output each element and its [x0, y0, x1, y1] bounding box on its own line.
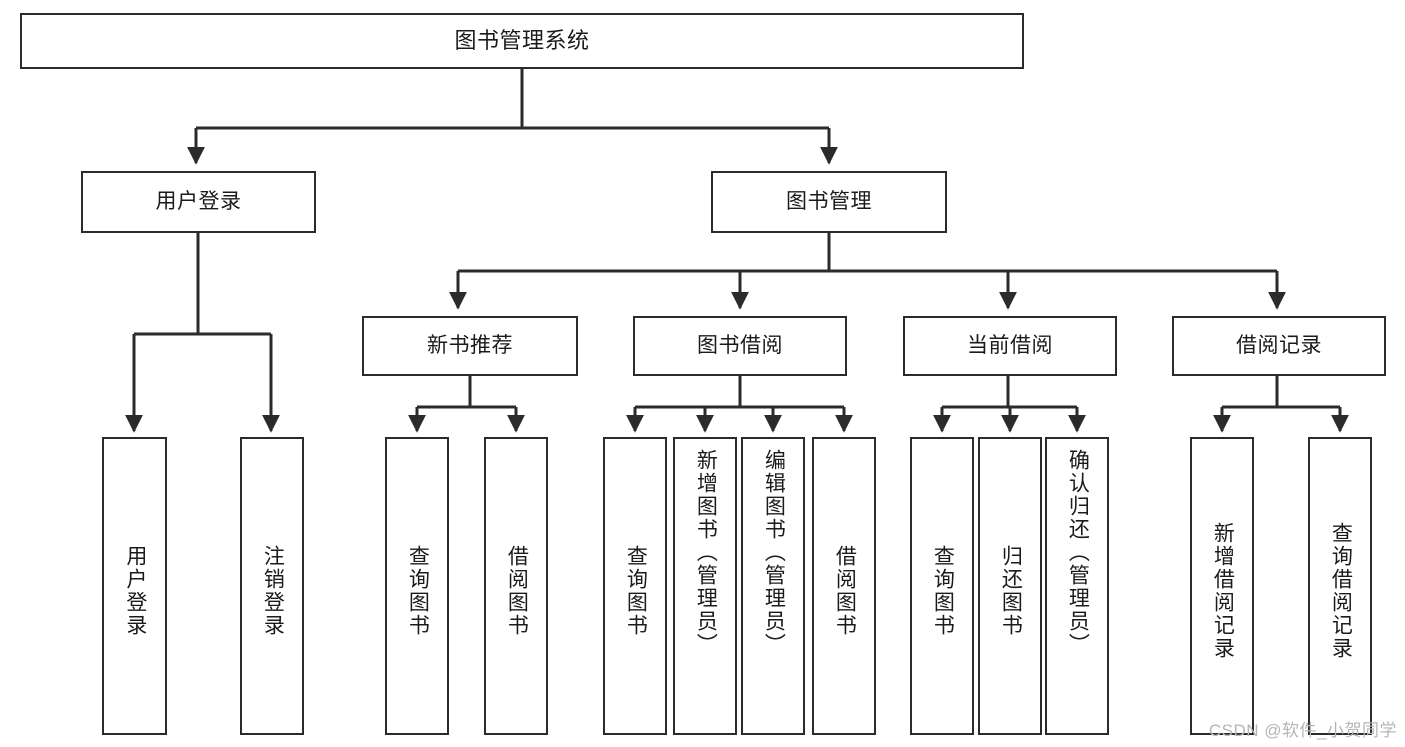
node-leaf-add-record[interactable]: 新增借阅记录 [1190, 437, 1254, 735]
node-leaf-borrow-book-1-label: 借阅图书 [505, 545, 529, 637]
node-leaf-query-book-3-label: 查询图书 [931, 545, 955, 637]
node-leaf-query-book-2-label: 查询图书 [624, 545, 648, 637]
node-user-login[interactable]: 用户登录 [81, 171, 316, 233]
node-book-borrow[interactable]: 图书借阅 [633, 316, 847, 376]
node-leaf-query-book-3[interactable]: 查询图书 [910, 437, 974, 735]
node-root-label: 图书管理系统 [454, 28, 590, 54]
node-leaf-return-book[interactable]: 归还图书 [978, 437, 1042, 735]
node-leaf-add-book-label: 新增图书（管理员） [694, 449, 718, 656]
node-current-borrow-label: 当前借阅 [967, 333, 1053, 357]
node-leaf-return-book-label: 归还图书 [999, 545, 1023, 637]
node-leaf-query-book-1-label: 查询图书 [406, 545, 430, 637]
node-user-login-label: 用户登录 [155, 189, 242, 213]
node-new-book-rec[interactable]: 新书推荐 [362, 316, 578, 376]
node-current-borrow[interactable]: 当前借阅 [903, 316, 1117, 376]
node-leaf-edit-book[interactable]: 编辑图书（管理员） [741, 437, 805, 735]
node-leaf-logout-login-label: 注销登录 [261, 545, 285, 637]
node-leaf-user-login[interactable]: 用户登录 [102, 437, 167, 735]
node-leaf-borrow-book-1[interactable]: 借阅图书 [484, 437, 548, 735]
node-borrow-record[interactable]: 借阅记录 [1172, 316, 1386, 376]
node-leaf-query-book-2[interactable]: 查询图书 [603, 437, 667, 735]
node-leaf-logout-login[interactable]: 注销登录 [240, 437, 304, 735]
node-leaf-query-record-label: 查询借阅记录 [1329, 522, 1353, 660]
node-leaf-query-record[interactable]: 查询借阅记录 [1308, 437, 1372, 735]
node-leaf-confirm-return[interactable]: 确认归还（管理员） [1045, 437, 1109, 735]
node-leaf-confirm-return-label: 确认归还（管理员） [1066, 449, 1090, 656]
node-borrow-record-label: 借阅记录 [1236, 333, 1322, 357]
node-root[interactable]: 图书管理系统 [20, 13, 1024, 69]
node-new-book-rec-label: 新书推荐 [427, 333, 513, 357]
node-leaf-edit-book-label: 编辑图书（管理员） [762, 449, 786, 656]
node-book-borrow-label: 图书借阅 [697, 333, 783, 357]
node-leaf-add-record-label: 新增借阅记录 [1211, 522, 1235, 660]
node-leaf-add-book[interactable]: 新增图书（管理员） [673, 437, 737, 735]
node-leaf-user-login-label: 用户登录 [123, 545, 147, 637]
node-leaf-borrow-book-2-label: 借阅图书 [833, 545, 857, 637]
node-book-manage-label: 图书管理 [786, 189, 872, 213]
node-book-manage[interactable]: 图书管理 [711, 171, 947, 233]
node-leaf-query-book-1[interactable]: 查询图书 [385, 437, 449, 735]
node-leaf-borrow-book-2[interactable]: 借阅图书 [812, 437, 876, 735]
